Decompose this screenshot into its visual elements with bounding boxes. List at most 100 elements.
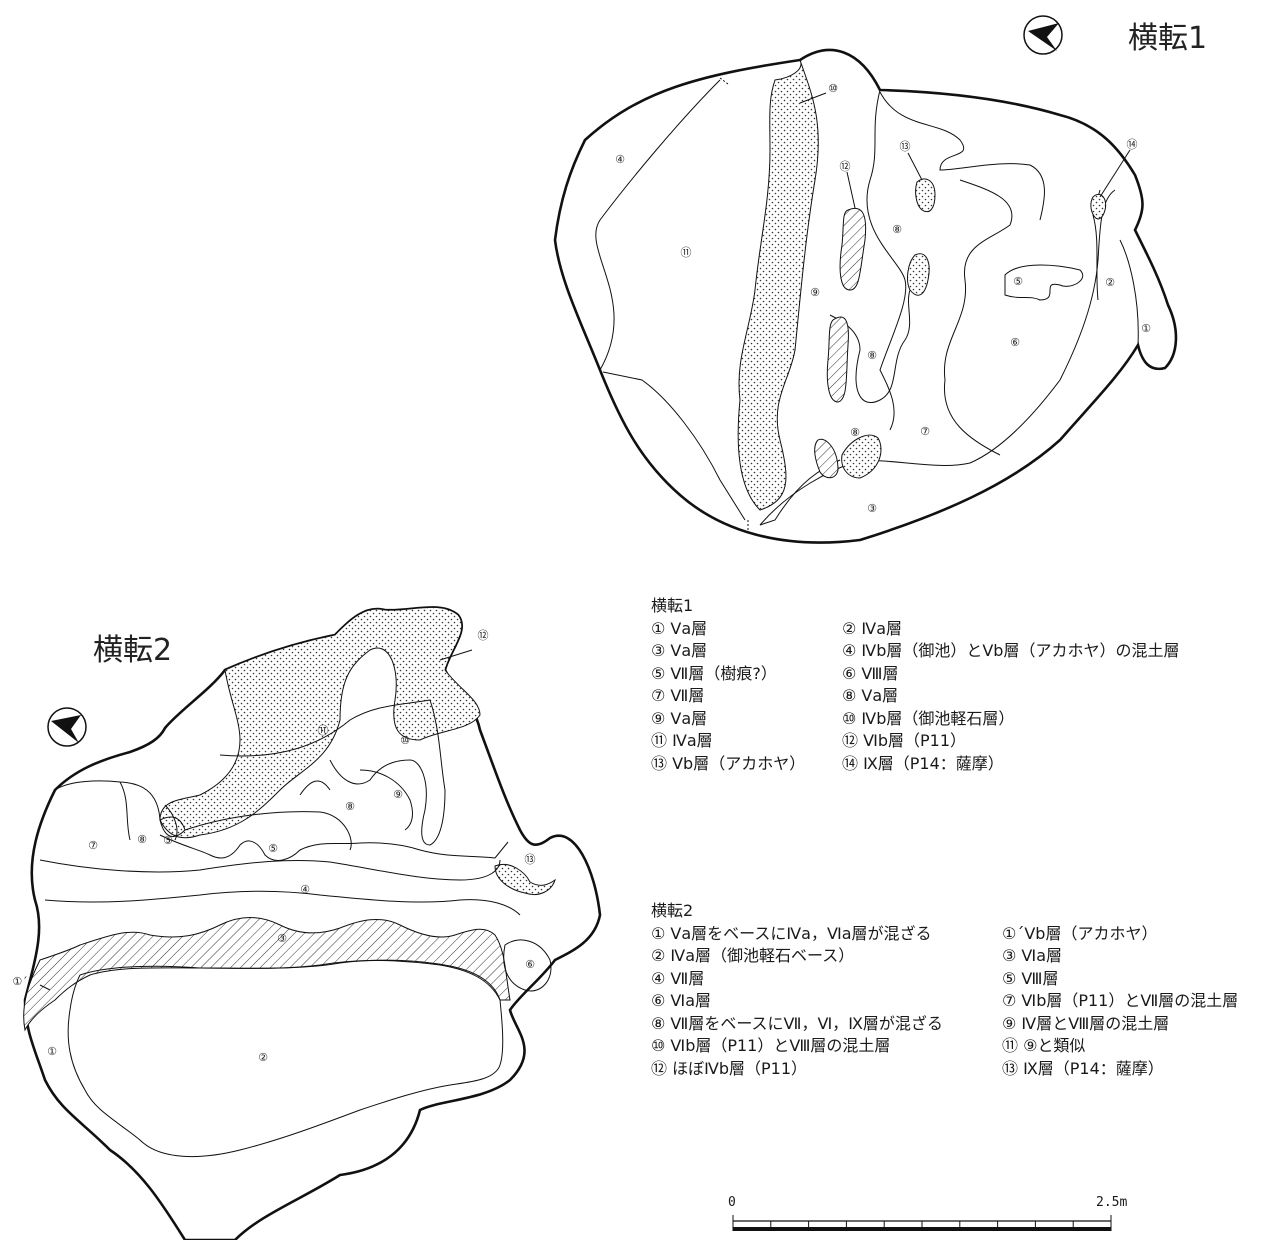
- legend-row: ⑨ Ⅴa層 ⑩ Ⅳb層（御池軽石層）: [651, 708, 1179, 731]
- svg-text:⑩: ⑩: [828, 82, 838, 95]
- legend-entry: ③ Ⅴa層: [651, 641, 708, 660]
- svg-text:⑦: ⑦: [920, 425, 930, 438]
- legend-entry: ⑩ Ⅳb層（御池軽石層）: [842, 708, 1015, 728]
- svg-text:⑧: ⑧: [850, 426, 860, 439]
- svg-text:⑬: ⑬: [525, 853, 536, 866]
- legend-heading: 横転1: [651, 596, 694, 615]
- legend-entry: ⑥ Ⅷ層: [842, 663, 899, 683]
- legend-entry: ⑦ Ⅶ層: [651, 686, 705, 705]
- north-arrow-icon: [1023, 15, 1063, 55]
- scale-start-label: 0: [728, 1195, 736, 1210]
- legend-entry: ①´Ⅴb層（アカホヤ）: [1002, 923, 1158, 943]
- legend-row: ⑤ Ⅶ層（樹痕?） ⑥ Ⅷ層: [651, 663, 1179, 686]
- svg-text:⑬: ⑬: [900, 140, 911, 153]
- svg-text:①´: ①´: [12, 975, 27, 988]
- legend-entry: ⑨ Ⅴa層: [651, 708, 708, 728]
- plan-1-dotted-13: [915, 178, 936, 213]
- legend-entry: ⑬ Ⅴb層（アカホヤ）: [651, 753, 806, 773]
- svg-text:③: ③: [867, 502, 877, 515]
- plan-2-dotted-13: [494, 864, 556, 895]
- legend-entry: ② Ⅳa層: [842, 618, 903, 638]
- svg-text:⑧: ⑧: [345, 800, 355, 813]
- svg-text:⑪: ⑪: [681, 246, 692, 259]
- svg-text:⑨: ⑨: [810, 286, 820, 299]
- legend-row: ④ Ⅶ層 ⑤ Ⅷ層: [651, 968, 1238, 991]
- legend-entry: ⑭ Ⅸ層（P14：薩摩）: [842, 753, 1004, 773]
- svg-text:⑩: ⑩: [400, 734, 410, 747]
- legend-entry: ⑤ Ⅷ層: [1002, 968, 1059, 988]
- svg-text:⑥: ⑥: [525, 958, 535, 971]
- svg-text:⑪: ⑪: [318, 724, 329, 737]
- svg-text:⑧: ⑧: [867, 349, 877, 362]
- svg-text:②: ②: [258, 1051, 268, 1064]
- svg-text:⑦: ⑦: [88, 839, 98, 852]
- legend-row: ① Ⅴa層をベースにⅣa，Ⅵa層が混ざる ①´Ⅴb層（アカホヤ）: [651, 923, 1238, 946]
- legend-entry: ⑧ Ⅶ層をベースにⅦ，Ⅵ，Ⅸ層が混ざる: [651, 1013, 943, 1033]
- legend-entry: ⑦ Ⅵb層（P11）とⅦ層の混土層: [1002, 991, 1239, 1010]
- svg-text:⑤: ⑤: [268, 842, 278, 855]
- svg-text:②: ②: [1105, 276, 1115, 289]
- scale-ruler: [732, 1215, 1112, 1231]
- legend-entry: ⑪ ⑨と類似: [1002, 1036, 1086, 1055]
- legend-row: ⑧ Ⅶ層をベースにⅦ，Ⅵ，Ⅸ層が混ざる ⑨ Ⅳ層とⅧ層の混土層: [651, 1013, 1238, 1036]
- legend-row: ⑦ Ⅶ層 ⑧ Ⅴa層: [651, 685, 1179, 708]
- plan-1-region-labels: ① ② ③ ④ ⑤ ⑥ ⑦ ⑧ ⑨ ⑩ ⑪ ⑫ ⑬ ⑭ ⑧ ⑧: [615, 82, 1151, 515]
- svg-text:⑧: ⑧: [892, 223, 902, 236]
- legend-row: ⑪ Ⅳa層 ⑫ Ⅵb層（P11）: [651, 730, 1179, 753]
- legend-row: ① Ⅴa層 ② Ⅳa層: [651, 618, 1179, 641]
- legend-row: ③ Ⅴa層 ④ Ⅳb層（御池）とⅤb層（アカホヤ）の混土層: [651, 640, 1179, 663]
- svg-text:⑤: ⑤: [1013, 275, 1023, 288]
- legend-entry: ⑫ Ⅵb層（P11）: [842, 731, 967, 750]
- scale-end-label: 2.5m: [1096, 1195, 1128, 1210]
- legend-entry: ② Ⅳa層（御池軽石ベース）: [651, 946, 855, 965]
- scale-bar: 0 2.5m: [728, 1195, 1138, 1235]
- legend-entry: ⑬ Ⅸ層（P14：薩摩）: [1002, 1058, 1164, 1078]
- legend-entry: ③ Ⅵa層: [1002, 946, 1062, 965]
- legend-entry: ⑥ Ⅵa層: [651, 991, 711, 1010]
- svg-text:④: ④: [615, 153, 625, 166]
- legend-row: ⑩ Ⅵb層（P11）とⅧ層の混土層 ⑪ ⑨と類似: [651, 1035, 1238, 1058]
- plan-1: [553, 48, 1178, 544]
- legend-entry: ⑤ Ⅶ層（樹痕?）: [651, 663, 777, 683]
- legend-entry: ⑩ Ⅵb層（P11）とⅧ層の混土層: [651, 1036, 891, 1055]
- plan-2-hatched-band: [23, 917, 511, 1032]
- legend-row: ⑬ Ⅴb層（アカホヤ） ⑭ Ⅸ層（P14：薩摩）: [651, 753, 1179, 776]
- legend-entry: ④ Ⅳb層（御池）とⅤb層（アカホヤ）の混土層: [842, 641, 1180, 660]
- legend-heading: 横転2: [651, 901, 694, 920]
- legend-entry: ⑪ Ⅳa層: [651, 731, 713, 750]
- plan-1-pumice-band: [737, 59, 819, 511]
- legend-entry: ① Ⅴa層: [651, 618, 708, 638]
- svg-text:①: ①: [47, 1045, 57, 1058]
- legend-row: ⑥ Ⅵa層 ⑦ Ⅵb層（P11）とⅦ層の混土層: [651, 990, 1238, 1013]
- plan-1-hatched-pit: [826, 316, 849, 403]
- svg-text:④: ④: [300, 883, 310, 896]
- plan-1-title: 横転1: [1128, 21, 1208, 56]
- legend-entry: ⑨ Ⅳ層とⅧ層の混土層: [1002, 1013, 1170, 1033]
- legend-row: ② Ⅳa層（御池軽石ベース） ③ Ⅵa層: [651, 945, 1238, 968]
- plan-1-hatched-12: [839, 207, 867, 291]
- svg-text:⑤: ⑤: [163, 834, 173, 847]
- plan-1-hatched-8: [814, 438, 839, 479]
- svg-text:①: ①: [1141, 322, 1151, 335]
- svg-text:⑫: ⑫: [840, 160, 851, 173]
- plan-2-dotted-12: [159, 606, 481, 839]
- plan-1-dotted-14: [1090, 193, 1107, 220]
- svg-text:⑫: ⑫: [478, 629, 489, 642]
- legend-entry: ⑧ Ⅴa層: [842, 686, 899, 705]
- plan-2-title: 横転2: [93, 633, 173, 668]
- svg-text:⑥: ⑥: [1010, 336, 1020, 349]
- legend-entry: ⑫ ほぼⅣb層（P11）: [651, 1058, 808, 1078]
- plan-1-legend: 横転1 ① Ⅴa層 ② Ⅳa層 ③ Ⅴa層 ④ Ⅳb層（御池）とⅤb層（アカホヤ）の混…: [651, 595, 1179, 775]
- plan-2-region-labels: ① ①´ ② ③ ④ ⑤ ⑤ ⑥ ⑦ ⑧ ⑧ ⑨ ⑩ ⑪ ⑫ ⑬: [12, 629, 535, 1064]
- plan-1-outline: [553, 48, 1178, 544]
- legend-entry: ① Ⅴa層をベースにⅣa，Ⅵa層が混ざる: [651, 923, 932, 943]
- svg-text:⑧: ⑧: [137, 833, 147, 846]
- plan-2: [23, 606, 602, 1240]
- legend-row: ⑫ ほぼⅣb層（P11） ⑬ Ⅸ層（P14：薩摩）: [651, 1058, 1238, 1081]
- svg-text:⑨: ⑨: [393, 788, 403, 801]
- plan-2-region-2: [67, 959, 504, 1157]
- north-arrow-icon: [47, 707, 87, 747]
- legend-entry: ④ Ⅶ層: [651, 968, 705, 988]
